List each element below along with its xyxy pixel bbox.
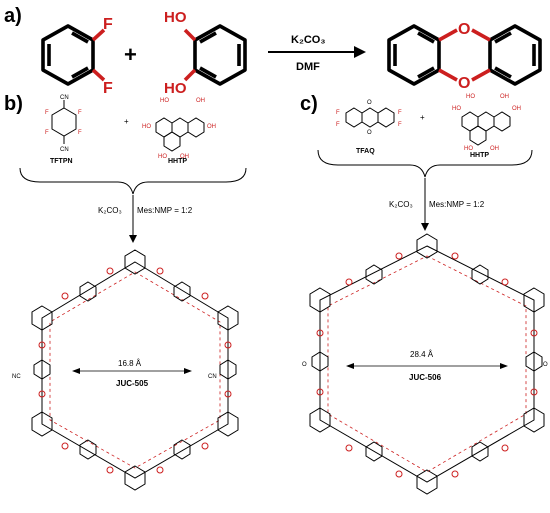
svg-text:O: O — [367, 100, 372, 106]
svg-text:O: O — [367, 130, 372, 136]
svg-text:OH: OH — [196, 98, 205, 104]
juc-505-framework: NC CN 16.8 Å JUC-505 — [12, 249, 239, 491]
svg-text:CN: CN — [60, 95, 69, 101]
framework-name-c: JUC-506 — [409, 373, 442, 382]
pore-size-b: 16.8 Å — [118, 359, 142, 368]
solvent-c: Mes:NMP = 1:2 — [429, 200, 485, 209]
fluorine-atom-1: F — [103, 16, 113, 33]
conditions-c: K₂CO₃ Mes:NMP = 1:2 — [389, 178, 485, 231]
svg-text:HO: HO — [452, 106, 461, 112]
hhtp-monomer-b: HO OH HO OH HO OH HHTP — [142, 98, 216, 165]
conditions-b: K₂CO₃ Mes:NMP = 1:2 — [98, 195, 193, 243]
hydroxyl-group-1: HO — [164, 9, 187, 26]
svg-text:HO: HO — [160, 98, 169, 104]
carbonyl-label-left: O — [302, 362, 307, 368]
svg-text:OH: OH — [500, 94, 509, 100]
svg-text:F: F — [336, 110, 340, 116]
pore-size-c: 28.4 Å — [410, 350, 434, 359]
svg-text:CN: CN — [60, 147, 69, 153]
brace-c — [317, 149, 533, 178]
svg-text:HO: HO — [466, 94, 475, 100]
framework-name-b: JUC-505 — [116, 379, 149, 388]
svg-text:F: F — [336, 122, 340, 128]
brace-b — [19, 167, 247, 195]
svg-text:HO: HO — [142, 124, 151, 130]
dioxin-oxygen-top: O — [458, 21, 470, 38]
hydroxyl-group-2: HO — [164, 80, 187, 97]
dioxin-oxygen-bottom: O — [458, 75, 470, 92]
reaction-arrow-a: K₂CO₃ DMF — [268, 34, 366, 73]
base-c: K₂CO₃ — [389, 200, 413, 209]
panel-c-label: c) — [300, 93, 318, 115]
panel-b-label: b) — [4, 93, 23, 115]
dibenzodioxin-product: O O — [387, 21, 542, 92]
panel-a-label: a) — [4, 5, 22, 27]
hhtp-name-c: HHTP — [470, 152, 489, 159]
tftpn-name: TFTPN — [50, 158, 73, 165]
difluorobenzene: F F — [41, 16, 113, 97]
svg-text:F: F — [78, 110, 82, 116]
plus-sign-a: + — [124, 42, 137, 67]
svg-text:OH: OH — [207, 124, 216, 130]
tfaq-name: TFAQ — [356, 148, 375, 155]
nitrile-label-left: NC — [12, 374, 21, 380]
solvent-label: DMF — [296, 61, 320, 73]
nitrile-label-right: CN — [208, 374, 217, 380]
tfaq-monomer: O O F F F F TFAQ — [336, 100, 402, 155]
tftpn-monomer: CN CN F F F F TFTPN — [45, 95, 82, 165]
fluorine-atom-2: F — [103, 80, 113, 97]
catechol: HO HO — [164, 9, 247, 97]
solvent-b: Mes:NMP = 1:2 — [137, 206, 193, 215]
svg-text:OH: OH — [180, 154, 189, 160]
svg-text:HO: HO — [158, 154, 167, 160]
svg-text:OH: OH — [490, 146, 499, 152]
svg-text:HO: HO — [464, 146, 473, 152]
base-b: K₂CO₃ — [98, 206, 122, 215]
hhtp-monomer-c: HO OH HO OH HO OH HHTP — [452, 94, 521, 159]
carbonyl-label-right: O — [543, 362, 548, 368]
svg-text:F: F — [45, 110, 49, 116]
svg-text:OH: OH — [512, 106, 521, 112]
hhtp-name-b: HHTP — [168, 158, 187, 165]
svg-text:F: F — [398, 110, 402, 116]
svg-text:F: F — [398, 122, 402, 128]
reagent-label: K₂CO₃ — [291, 34, 325, 46]
juc-506-framework: O O 28.4 Å JUC-506 — [302, 233, 548, 495]
plus-sign-b: + — [124, 117, 129, 126]
svg-text:F: F — [45, 130, 49, 136]
svg-text:F: F — [78, 130, 82, 136]
plus-sign-c: + — [420, 113, 425, 122]
